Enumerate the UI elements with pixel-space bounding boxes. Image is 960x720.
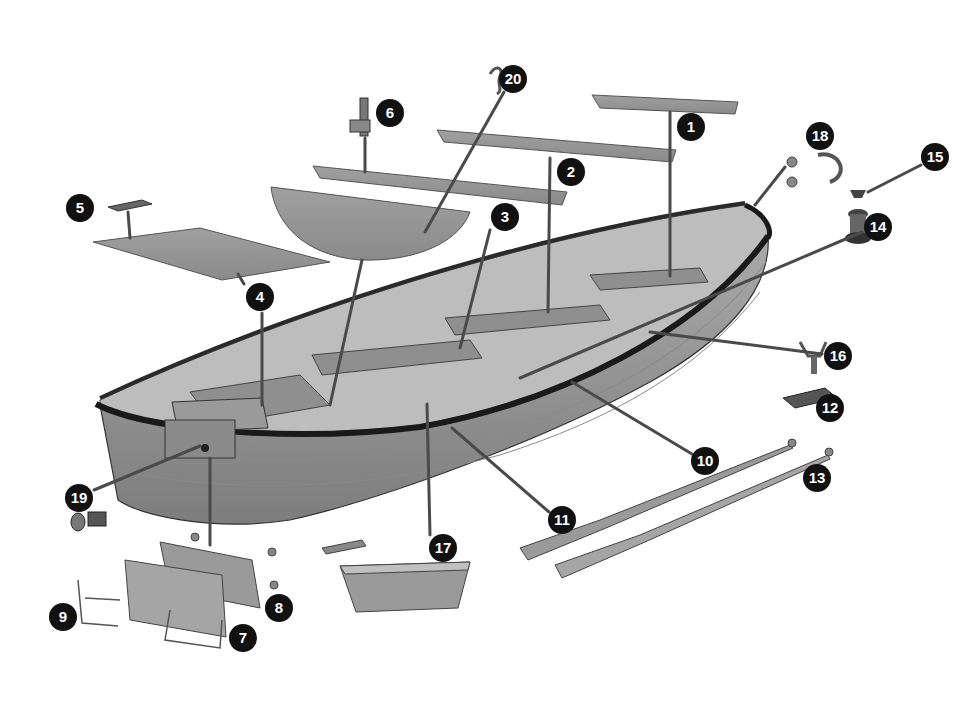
callout-number: 20 bbox=[499, 65, 527, 93]
callout-number: 9 bbox=[49, 603, 77, 631]
leader-line bbox=[209, 458, 212, 545]
callout-number: 7 bbox=[229, 624, 257, 652]
u-bolt bbox=[165, 610, 222, 648]
seat-plank bbox=[592, 95, 738, 114]
nut bbox=[787, 157, 797, 167]
leader-line bbox=[427, 404, 430, 535]
nut bbox=[270, 581, 278, 589]
strake-line bbox=[118, 292, 760, 486]
callout-number: 14 bbox=[864, 213, 892, 241]
callout-number: 13 bbox=[803, 464, 831, 492]
callout-number: 18 bbox=[806, 122, 834, 150]
bow-stem bbox=[745, 205, 769, 238]
small-plate bbox=[108, 200, 152, 211]
leader-line bbox=[128, 212, 130, 238]
bow-seat bbox=[271, 187, 470, 260]
u-bolt bbox=[78, 580, 118, 626]
oar bbox=[555, 455, 830, 578]
drain-plug bbox=[88, 512, 106, 526]
hull-side bbox=[100, 236, 768, 524]
shackle bbox=[818, 154, 841, 182]
callout-number: 8 bbox=[265, 594, 293, 622]
callout-number: 6 bbox=[376, 99, 404, 127]
oarlock-pin bbox=[811, 356, 817, 374]
leader-line bbox=[364, 138, 367, 172]
bailer-tray bbox=[340, 562, 470, 612]
leader-line bbox=[868, 165, 921, 192]
nut bbox=[191, 533, 199, 541]
callout-number: 11 bbox=[548, 506, 576, 534]
callout-number: 15 bbox=[921, 143, 949, 171]
callout-number: 1 bbox=[677, 113, 705, 141]
callout-number: 4 bbox=[246, 283, 274, 311]
mount-plate bbox=[125, 560, 226, 637]
bailer-rim bbox=[340, 562, 470, 574]
leader-line bbox=[261, 313, 264, 405]
callout-number: 17 bbox=[429, 534, 457, 562]
leader-line bbox=[572, 382, 692, 454]
leader-line bbox=[330, 260, 362, 405]
knob bbox=[850, 190, 866, 198]
strake-line bbox=[112, 262, 766, 461]
leader-line bbox=[650, 332, 822, 354]
leader-line bbox=[520, 232, 862, 378]
tray-bracket bbox=[322, 540, 366, 554]
leader-line bbox=[460, 230, 490, 348]
leader-line bbox=[669, 112, 672, 276]
callout-number: 2 bbox=[557, 158, 585, 186]
callout-number: 3 bbox=[491, 203, 519, 231]
oarlock-clamp bbox=[350, 120, 370, 132]
stern-plate bbox=[165, 420, 235, 458]
drain-plug bbox=[71, 513, 85, 531]
leader-line bbox=[94, 446, 200, 490]
oar bbox=[520, 445, 793, 560]
leader-lines bbox=[94, 92, 921, 545]
callout-number: 10 bbox=[691, 447, 719, 475]
leader-line bbox=[452, 428, 549, 512]
leader-line bbox=[548, 158, 550, 312]
callout-number: 5 bbox=[66, 194, 94, 222]
oar-grip bbox=[788, 439, 796, 447]
oar-grip bbox=[825, 448, 833, 456]
drain-hole bbox=[201, 444, 209, 452]
callout-number: 12 bbox=[816, 394, 844, 422]
leader-line bbox=[755, 167, 785, 205]
leader-line bbox=[238, 274, 244, 284]
callout-number: 16 bbox=[824, 342, 852, 370]
callout-number: 19 bbox=[65, 484, 93, 512]
nut bbox=[787, 177, 797, 187]
nut bbox=[268, 548, 276, 556]
u-bolt bbox=[85, 598, 120, 600]
thwart bbox=[590, 268, 708, 290]
